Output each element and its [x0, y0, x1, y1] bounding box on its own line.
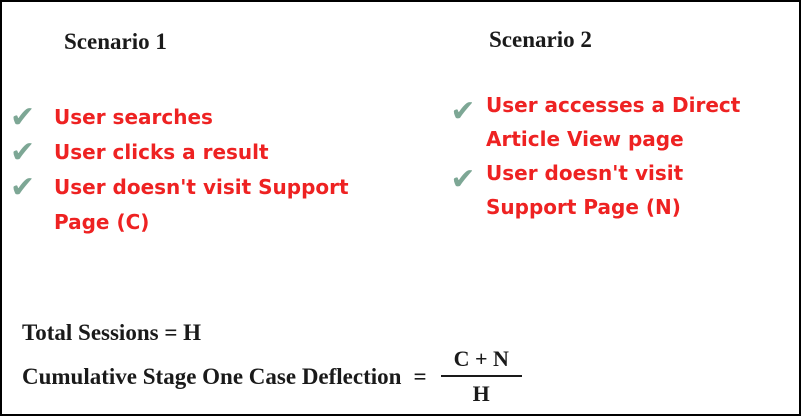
list-item: ✔ User clicks a result — [10, 135, 410, 170]
fraction-denominator: H — [472, 381, 490, 406]
check-icon: ✔ — [450, 95, 476, 128]
scenario2-title: Scenario 2 — [489, 27, 592, 52]
list-item-label: User doesn't visit Support Page (N) — [486, 161, 684, 219]
total-sessions-equation: Total Sessions = H — [22, 320, 202, 345]
check-icon: ✔ — [10, 101, 36, 134]
scenario2-checklist: ✔ User accesses a Direct Article View pa… — [440, 88, 788, 224]
fraction: C + N H — [440, 346, 522, 407]
list-item-label: User doesn't visit Support Page (C) — [54, 175, 349, 234]
list-item-label: User clicks a result — [54, 140, 269, 164]
equals-sign: = — [413, 363, 427, 389]
list-item: ✔ User doesn't visit Support Page (N) — [440, 156, 788, 224]
list-item-label: User accesses a Direct Article View page — [486, 93, 741, 151]
scenario1-checklist: ✔ User searches ✔ User clicks a result ✔… — [10, 100, 410, 240]
scenario1-title: Scenario 1 — [64, 29, 167, 54]
list-item: ✔ User accesses a Direct Article View pa… — [440, 88, 788, 156]
check-icon: ✔ — [10, 171, 36, 204]
deflection-equation: Cumulative Stage One Case Deflection = C… — [22, 346, 522, 407]
fraction-numerator: C + N — [440, 346, 522, 377]
list-item: ✔ User doesn't visit Support Page (C) — [10, 170, 410, 240]
check-icon: ✔ — [450, 163, 476, 196]
list-item: ✔ User searches — [10, 100, 410, 135]
list-item-label: User searches — [54, 105, 213, 129]
deflection-label: Cumulative Stage One Case Deflection — [22, 363, 402, 389]
formula-section: Total Sessions = H Cumulative Stage One … — [22, 316, 522, 407]
check-icon: ✔ — [10, 136, 36, 169]
